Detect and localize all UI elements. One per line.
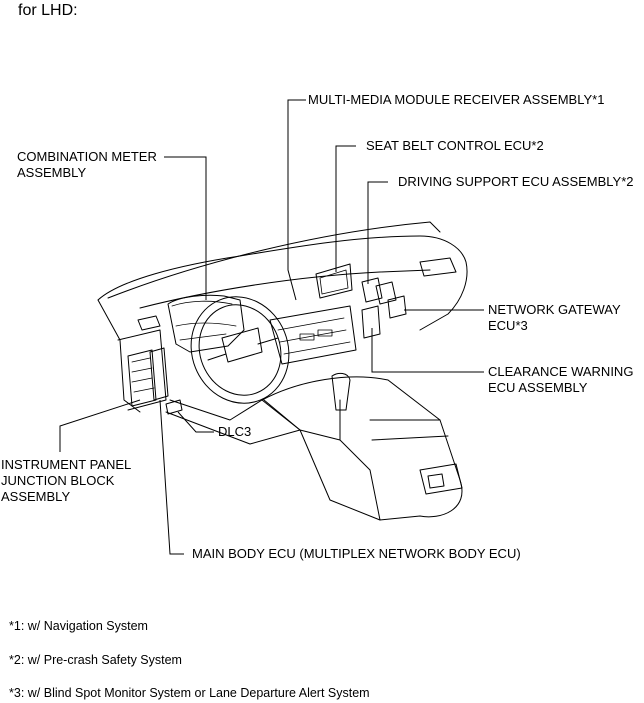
footnote-1: *1: w/ Navigation System [9,619,148,633]
floor-console [261,376,463,521]
combination-meter [167,294,245,353]
windshield-edge [107,221,441,299]
label-junction-block-line1: INSTRUMENT PANEL [1,457,132,472]
leader-multimedia [287,99,306,301]
center-stack [269,305,357,365]
label-clearance-warning-line2: ECU ASSEMBLY [488,380,588,395]
label-junction-block-line2: JUNCTION BLOCK [1,473,115,488]
label-combination-meter-line2: ASSEMBLY [17,165,87,180]
leader-main-body [159,399,184,555]
label-dlc3: DLC3 [218,424,252,439]
steering-wheel [190,296,290,404]
label-network-gateway-line2: ECU*3 [488,318,528,333]
main-body-ecu [149,347,169,401]
label-driving-support: DRIVING SUPPORT ECU ASSEMBLY*2 [398,174,634,189]
leader-clearance-warning [371,328,484,373]
junction-block [127,349,157,407]
left-panel [97,299,141,413]
leader-junction-block [59,399,141,452]
label-junction-block-line3: ASSEMBLY [1,489,71,504]
clearance-warning-ecu [361,305,381,339]
dlc3-connector [165,399,183,415]
leader-combination-meter [164,156,207,300]
left-lower-panel [117,329,167,411]
leader-driving-support [367,181,388,284]
label-network-gateway-line1: NETWORK GATEWAY [488,302,621,317]
footnote-3: *3: w/ Blind Spot Monitor System or Lane… [9,686,370,700]
page-heading: for LHD: [18,2,78,19]
label-combination-meter-line1: COMBINATION METER [17,149,157,164]
dashboard-outline [97,235,468,331]
label-clearance-warning-line1: CLEARANCE WARNING [488,364,634,379]
vent-right [419,257,457,277]
dash-top-ridge [139,269,431,309]
leader-seatbelt [335,145,356,272]
driving-support-ecu [375,281,397,305]
vent-left [137,315,161,331]
seatbelt-ecu [361,277,383,303]
footnote-2: *2: w/ Pre-crash Safety System [9,653,182,667]
network-gateway-ecu [387,295,407,319]
label-main-body-ecu: MAIN BODY ECU (MULTIPLEX NETWORK BODY EC… [192,546,521,561]
cup-holders [419,463,463,495]
label-seatbelt: SEAT BELT CONTROL ECU*2 [366,138,544,153]
multimedia-display [315,263,353,299]
label-multimedia: MULTI-MEDIA MODULE RECEIVER ASSEMBLY*1 [308,92,605,107]
leader-dlc3 [177,411,214,433]
